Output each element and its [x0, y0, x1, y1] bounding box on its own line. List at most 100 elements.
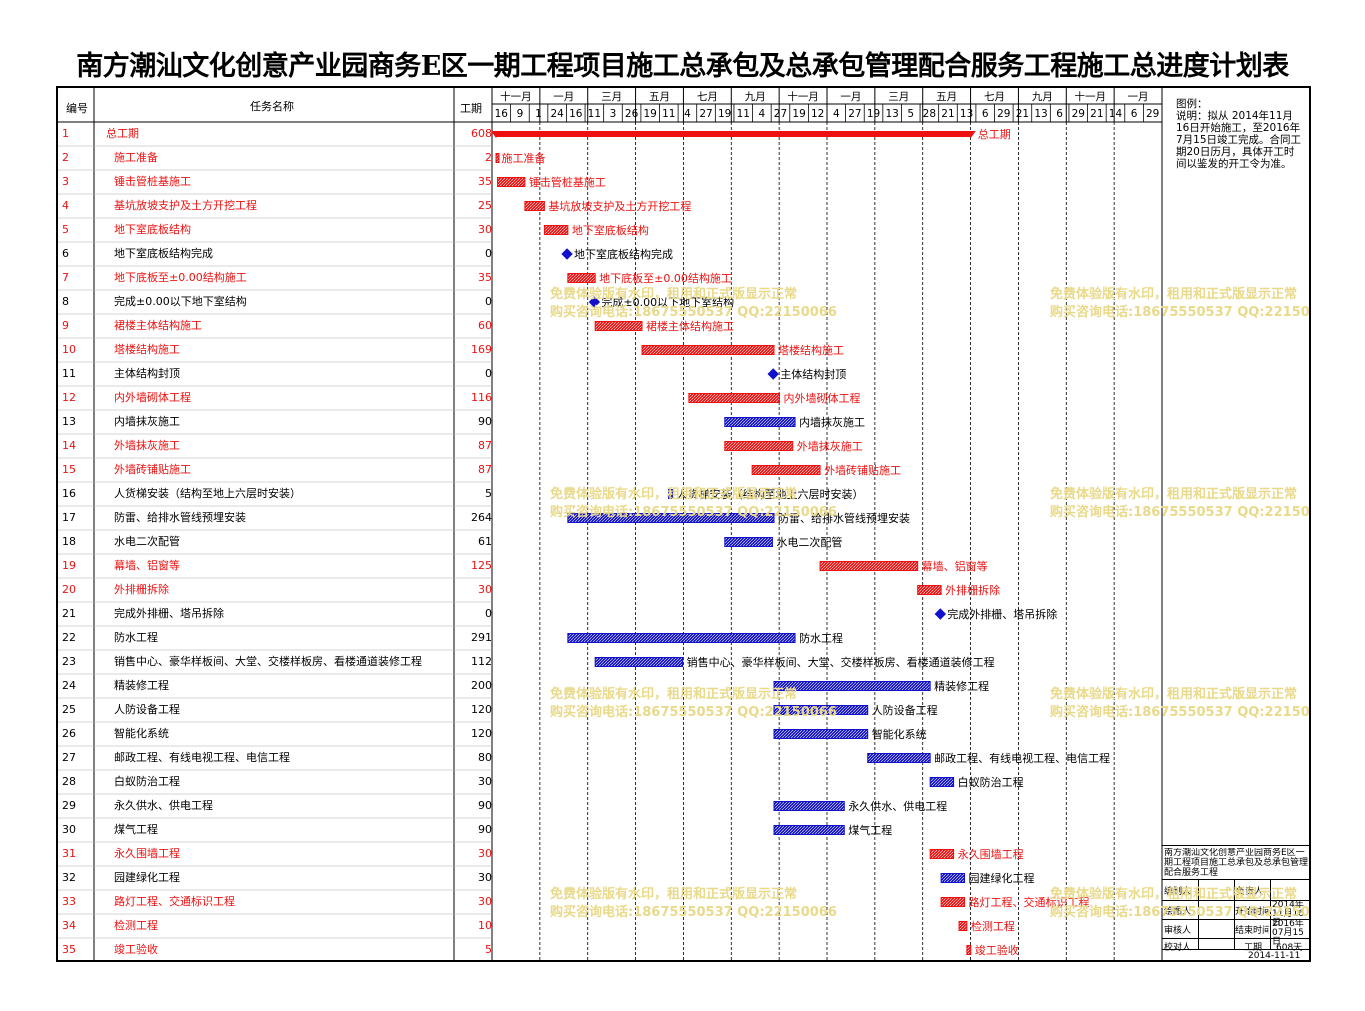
task-id: 31 — [62, 847, 76, 860]
bar-label: 塔楼结构施工 — [778, 343, 844, 357]
info-row-value: 608天 — [1276, 943, 1303, 953]
task-bar — [567, 633, 796, 643]
task-name: 完成外排栅、塔吊拆除 — [114, 607, 224, 620]
task-duration: 5 — [485, 487, 492, 500]
task-duration: 80 — [478, 751, 492, 764]
watermark-line2: 购买咨询电话:18675550537 QQ:22150066 — [1050, 504, 1309, 520]
task-bar — [773, 801, 845, 811]
bar-label: 内外墙砌体工程 — [783, 391, 860, 405]
task-duration: 30 — [478, 895, 492, 908]
task-bar — [958, 921, 968, 931]
task-duration: 30 — [478, 775, 492, 788]
task-bar — [543, 225, 569, 235]
bar-label: 人防设备工程 — [872, 703, 938, 717]
day-label: 27 — [699, 108, 712, 120]
task-duration: 5 — [485, 943, 492, 956]
info-row-value: 2014年11月16日 — [1272, 901, 1304, 928]
task-name: 人防设备工程 — [114, 703, 180, 716]
task-duration: 90 — [478, 415, 492, 428]
day-label: 16 — [495, 108, 509, 120]
header-duration: 工期 — [460, 102, 482, 115]
task-duration: 25 — [478, 199, 492, 212]
day-label: 4 — [759, 108, 766, 120]
watermark-line1: 免费体验版有水印，租用和正式版显示正常 — [550, 286, 797, 302]
task-name: 总工期 — [106, 127, 139, 140]
day-label: 19 — [867, 108, 880, 120]
bar-label: 内墙抹灰施工 — [799, 415, 865, 429]
task-bar — [524, 201, 545, 211]
bar-label: 幕墙、铝窗等 — [922, 559, 988, 573]
task-name: 塔楼结构施工 — [114, 343, 180, 356]
milestone-marker — [561, 248, 573, 260]
task-bar — [567, 273, 596, 283]
day-label: 29 — [1146, 108, 1159, 120]
bar-label: 外排栅拆除 — [945, 583, 1000, 597]
bar-label: 地下室底板结构 — [572, 223, 649, 237]
day-label: 27 — [848, 108, 861, 120]
task-bar — [495, 153, 500, 163]
bar-label: 地下底板至±0.00结构施工 — [599, 271, 732, 285]
task-name: 主体结构封顶 — [114, 367, 180, 380]
task-id: 16 — [62, 487, 76, 500]
task-bar — [594, 657, 684, 667]
task-name: 幕墙、铝窗等 — [114, 559, 180, 572]
header-name: 任务名称 — [250, 100, 294, 113]
bar-label: 人货梯安装（结构至地上六层时安装） — [676, 487, 863, 501]
bar-label: 施工准备 — [502, 151, 546, 165]
task-id: 24 — [62, 679, 76, 692]
task-id: 9 — [62, 319, 69, 332]
watermark-line2: 购买咨询电话:18675550537 QQ:22150066 — [550, 504, 837, 520]
bar-label: 锤击管桩基施工 — [529, 175, 606, 189]
day-label: 11 — [737, 108, 750, 120]
bar-label: 园建绿化工程 — [969, 871, 1035, 885]
task-bar — [940, 873, 966, 883]
task-duration: 35 — [478, 271, 492, 284]
day-label: 28 — [923, 108, 936, 120]
task-id: 15 — [62, 463, 76, 476]
task-bar — [668, 489, 673, 499]
task-name: 施工准备 — [114, 151, 158, 164]
task-bar — [724, 417, 796, 427]
task-bar — [966, 945, 972, 955]
task-id: 10 — [62, 343, 76, 356]
task-bar — [773, 681, 931, 691]
month-label: 九月 — [745, 91, 766, 103]
info-row-label: 审核人 — [1164, 926, 1192, 936]
bar-label: 精装修工程 — [934, 679, 989, 693]
task-id: 26 — [62, 727, 76, 740]
task-name: 永久围墙工程 — [114, 847, 180, 860]
task-id: 28 — [62, 775, 76, 788]
month-label: 三月 — [601, 91, 622, 103]
task-bar — [594, 321, 643, 331]
watermark-line2: 购买咨询电话:18675550537 QQ:22150066 — [550, 704, 837, 720]
bar-label: 完成±0.00以下地下室结构 — [601, 295, 734, 309]
month-label: 一月 — [553, 91, 574, 103]
bar-label: 地下室底板结构完成 — [574, 247, 673, 261]
day-label: 6 — [1056, 108, 1063, 120]
day-label: 19 — [718, 108, 731, 120]
month-label: 十一月 — [500, 90, 532, 103]
task-name: 白蚁防治工程 — [114, 775, 180, 788]
task-id: 14 — [62, 439, 76, 452]
task-bar — [773, 729, 869, 739]
bar-label: 水电二次配管 — [776, 535, 842, 549]
task-name: 防水工程 — [114, 631, 158, 644]
task-id: 27 — [62, 751, 76, 764]
task-name: 邮政工程、有线电视工程、电信工程 — [114, 751, 290, 764]
watermark-line1: 免费体验版有水印，租用和正式版显示正常 — [1050, 486, 1297, 502]
task-id: 35 — [62, 943, 76, 956]
task-duration: 90 — [478, 799, 492, 812]
task-duration: 0 — [485, 295, 492, 308]
task-id: 8 — [62, 295, 69, 308]
